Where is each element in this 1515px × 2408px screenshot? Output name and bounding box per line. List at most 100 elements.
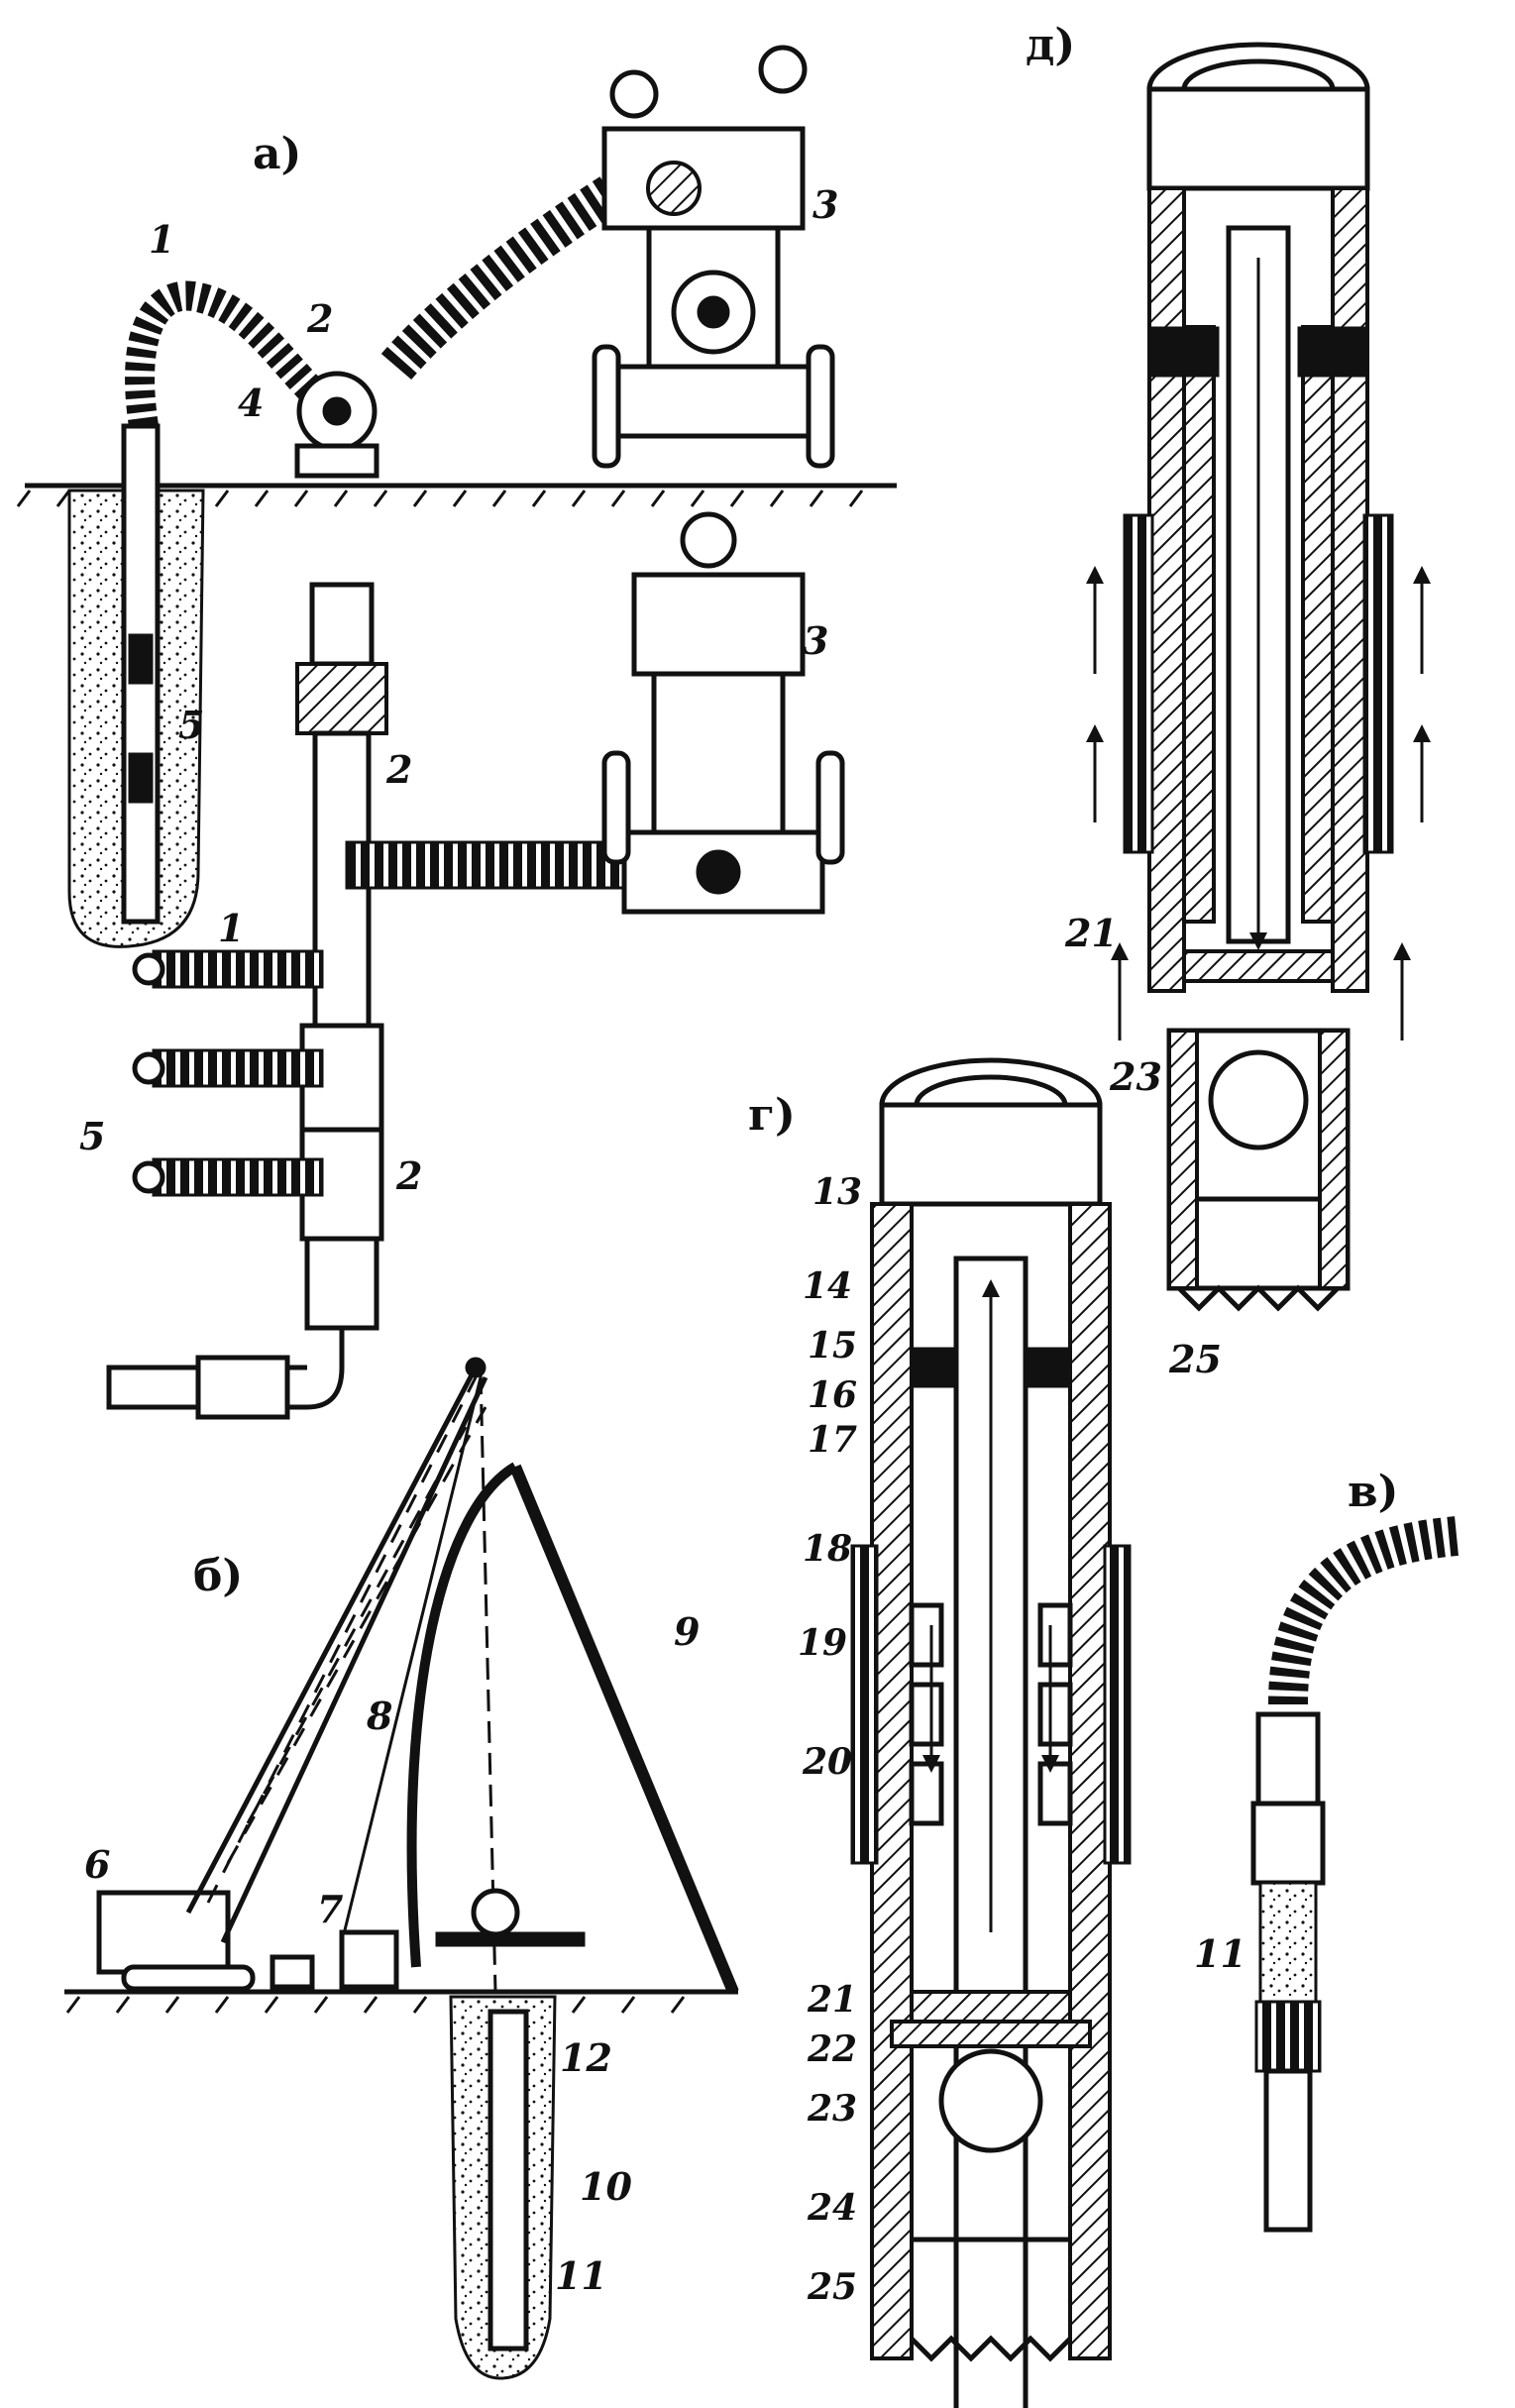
callout-12: 12 bbox=[560, 2035, 612, 2080]
motor-rotor-hub bbox=[697, 295, 730, 329]
callout-25-d: 25 bbox=[1168, 1337, 1222, 1381]
ball-23-d bbox=[1208, 1049, 1309, 1150]
horizontal-shaft bbox=[345, 840, 636, 890]
spring-eye bbox=[132, 1160, 165, 1194]
cutting-teeth-d bbox=[1177, 1284, 1340, 1312]
motor-cap-3 bbox=[631, 572, 806, 677]
port-19-g bbox=[909, 1602, 944, 1668]
outer-spring-left-d bbox=[1123, 513, 1154, 854]
callout-13: 13 bbox=[812, 1171, 862, 1213]
callout-3-lower: 3 bbox=[803, 618, 828, 663]
panel-label-a: а) bbox=[253, 129, 301, 179]
drill-head bbox=[471, 1888, 520, 1937]
panel-label-d: д) bbox=[1026, 20, 1075, 70]
pump-7 bbox=[339, 1929, 399, 1990]
motor-pulley bbox=[646, 161, 702, 216]
port-19-g bbox=[1037, 1761, 1073, 1826]
pipe-coupling bbox=[295, 662, 388, 735]
callout-11: 11 bbox=[555, 2253, 607, 2298]
drill-platform bbox=[435, 1931, 586, 1947]
callout-8: 8 bbox=[366, 1694, 392, 1738]
stay-cable bbox=[340, 1376, 483, 1943]
panel-g-valve-section bbox=[850, 1057, 1132, 2408]
callout-14: 14 bbox=[803, 1265, 852, 1307]
boom-lattice bbox=[206, 1376, 487, 1904]
nozzle-tip-v bbox=[1263, 2068, 1313, 2233]
outer-spring-right-g bbox=[1103, 1544, 1132, 1865]
hose-8 bbox=[406, 1462, 518, 1968]
callout-18: 18 bbox=[803, 1528, 852, 1570]
callout-2: 2 bbox=[306, 296, 333, 341]
pipe-upper-d bbox=[1146, 86, 1370, 191]
ball-23-g bbox=[938, 2048, 1043, 2153]
crane-tracks bbox=[121, 1964, 256, 1992]
seal-d bbox=[1297, 326, 1368, 378]
panel-label-g: г) bbox=[748, 1090, 796, 1141]
motor-wheel-top bbox=[758, 45, 808, 94]
motor-wheel bbox=[601, 750, 631, 865]
valve-seat-21-g bbox=[910, 1990, 1072, 2024]
pipe-end-fitting bbox=[195, 1355, 290, 1420]
port-19-g bbox=[909, 1682, 944, 1747]
guy-rope-9 bbox=[509, 1464, 739, 1995]
port-19-g bbox=[1037, 1682, 1073, 1747]
ground-hatch-b bbox=[65, 1996, 686, 2014]
callout-3: 3 bbox=[812, 182, 838, 227]
callout-23-d: 23 bbox=[1109, 1054, 1162, 1099]
spring-2 bbox=[152, 1157, 324, 1197]
spring-eye bbox=[132, 952, 165, 986]
seal-16-g bbox=[911, 1347, 957, 1388]
callout-7: 7 bbox=[317, 1887, 343, 1931]
flexible-hose-1 bbox=[125, 280, 328, 429]
motor-housing-3 bbox=[651, 671, 786, 835]
panel-d-valve-section bbox=[1086, 42, 1431, 1312]
callout-17: 17 bbox=[808, 1419, 857, 1461]
outer-spring-left-g bbox=[850, 1544, 879, 1865]
inner-wall-left-d bbox=[1182, 325, 1216, 924]
motor-wheel bbox=[815, 750, 845, 865]
outer-wall-left-d bbox=[1147, 186, 1186, 993]
seal-d bbox=[1148, 326, 1220, 378]
nozzle-thread-v bbox=[1254, 2000, 1322, 2073]
port-19-g bbox=[1037, 1602, 1073, 1668]
flexible-shaft-hose bbox=[380, 162, 645, 381]
seal-16-g bbox=[1025, 1347, 1071, 1388]
panel-v-nozzle bbox=[1250, 1516, 1459, 2233]
valve-seat-21-d bbox=[1182, 949, 1335, 983]
outer-wall-right-g bbox=[1068, 1202, 1112, 2360]
crane-boom bbox=[185, 1366, 479, 1915]
callout-21-d: 21 bbox=[1064, 911, 1118, 955]
coupling-nut-v bbox=[1250, 1801, 1326, 1886]
callout-19: 19 bbox=[798, 1622, 847, 1664]
pipe-clamp bbox=[304, 1236, 379, 1331]
panel-a-pipe-assembly bbox=[106, 511, 845, 1420]
panel-a-assembly bbox=[16, 45, 897, 948]
crane-cab-6 bbox=[96, 1890, 231, 1975]
panel-label-v: в) bbox=[1348, 1467, 1398, 1517]
crane-boom bbox=[220, 1375, 488, 1944]
vibrator-joint bbox=[128, 633, 154, 685]
motor-wheel-top bbox=[609, 69, 659, 119]
callout-2-bottom: 2 bbox=[395, 1153, 422, 1198]
outer-wall-right-d bbox=[1331, 186, 1369, 993]
callout-1: 1 bbox=[149, 217, 174, 262]
callout-9: 9 bbox=[674, 1609, 700, 1654]
callout-20: 20 bbox=[802, 1741, 852, 1783]
callout-5: 5 bbox=[178, 703, 204, 747]
boom-tip bbox=[465, 1357, 487, 1378]
callout-1-lower: 1 bbox=[218, 906, 244, 950]
spring-eye bbox=[132, 1051, 165, 1085]
callout-15: 15 bbox=[808, 1325, 857, 1367]
callout-2-top: 2 bbox=[385, 747, 412, 792]
callout-25-g: 25 bbox=[807, 2266, 857, 2308]
callout-10: 10 bbox=[580, 2164, 632, 2209]
flexible-hose-v bbox=[1268, 1516, 1459, 1705]
callout-21-g: 21 bbox=[807, 1979, 857, 2021]
port-19-g bbox=[909, 1761, 944, 1826]
callout-6: 6 bbox=[84, 1842, 110, 1887]
callout-11-v: 11 bbox=[1194, 1931, 1246, 1976]
gearbox-2-hub bbox=[322, 396, 352, 426]
callout-5-lower: 5 bbox=[79, 1114, 105, 1158]
